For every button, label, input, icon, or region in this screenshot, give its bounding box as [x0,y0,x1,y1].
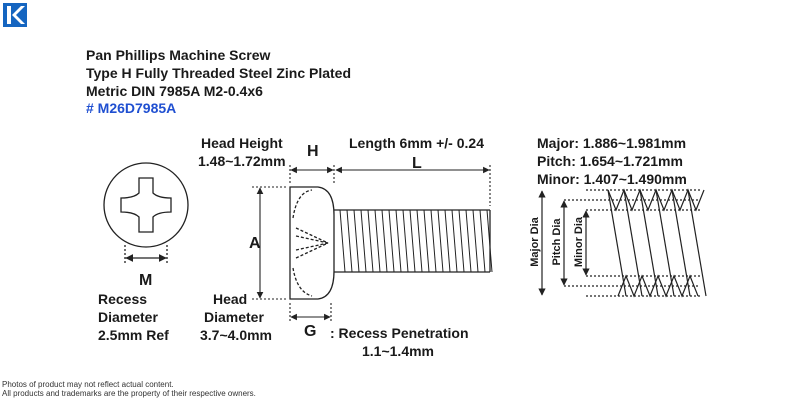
thread-crest-bottom [617,274,699,298]
thread-line [409,209,416,273]
thread-line [388,209,395,273]
screw-side-view [289,186,491,300]
dimension-lines [252,165,491,322]
thread-line [416,209,423,273]
head-diameter-label-line-1: Head [213,291,248,307]
head-diameter-label-line-2: Diameter [204,309,264,325]
thread-flank [639,189,659,297]
part-number: # M26D7985A [86,100,177,116]
product-title-line-3: Metric DIN 7985A M2-0.4x6 [86,83,263,99]
thread-line [374,209,381,273]
thread-pitch: Pitch: 1.654~1.721mm [537,153,683,169]
product-title-line-1: Pan Phillips Machine Screw [86,47,271,63]
head-diameter-letter: A [249,235,261,252]
thread-flank [655,189,675,297]
thread-detail [538,189,700,297]
thread-major: Major: 1.886~1.981mm [537,135,687,151]
minor-dia-label: Minor Dia [573,216,585,268]
recess-penetration-value: 1.1~1.4mm [362,343,434,359]
phillips-recess-icon [120,177,172,233]
thread-line [465,209,472,273]
thread-flank [623,189,643,297]
thread-line [479,209,486,273]
thread-flank [671,189,691,297]
thread-flank [687,189,707,297]
thread-line [367,209,374,273]
thread-minor: Minor: 1.407~1.490mm [537,171,687,187]
thread-line [395,209,402,273]
thread-line [402,209,409,273]
head-height-letter: H [307,143,319,160]
recess-label-line-3: 2.5mm Ref [98,327,169,343]
brand-logo [3,3,27,27]
thread-line [444,209,451,273]
head-height-value: 1.48~1.72mm [198,153,286,169]
major-dia-label: Major Dia [529,217,541,267]
head-top-view [103,162,189,263]
thread-line [346,209,353,273]
thread-lines [339,209,493,273]
thread-flank [607,189,627,297]
recess-penetration-letter: G [304,323,317,340]
thread-line [437,209,444,273]
thread-line [423,209,430,273]
thread-line [472,209,479,273]
length-label: Length 6mm +/- 0.24 [349,135,484,151]
recess-label-line-1: Recess [98,291,148,307]
recess-letter: M [139,272,153,289]
thread-line [353,209,360,273]
thread-line [458,209,465,273]
thread-line [486,209,493,273]
head-diameter-value: 3.7~4.0mm [200,327,272,343]
thread-line [381,209,388,273]
length-letter: L [412,155,422,172]
thread-line [451,209,458,273]
head-height-label: Head Height [201,135,283,151]
product-title-line-2: Type H Fully Threaded Steel Zinc Plated [86,65,352,81]
thread-profile [607,188,707,298]
footer-disclaimer: Photos of product may not reflect actual… [2,380,174,389]
thread-line [430,209,437,273]
pitch-dia-label: Pitch Dia [551,218,563,266]
thread-line [339,209,346,273]
recess-penetration-label: : Recess Penetration [330,325,469,341]
thread-line [360,209,367,273]
recess-label-line-2: Diameter [98,309,158,325]
footer-trademark: All products and trademarks are the prop… [2,389,256,398]
